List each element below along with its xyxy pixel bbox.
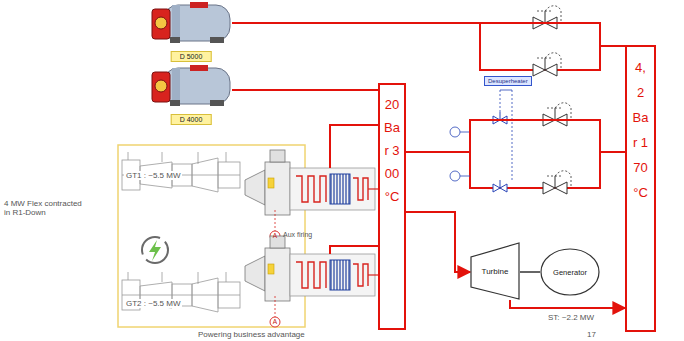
steam-pipe: [330, 23, 600, 254]
note-label: Powering business advantage: [198, 330, 305, 339]
steam-line: [232, 23, 625, 46]
control-valve: [543, 103, 571, 126]
generator: Generator: [540, 248, 600, 296]
boiler-drawing: [152, 2, 230, 43]
control-valve: [533, 53, 561, 76]
steam-line: [510, 300, 625, 308]
spray-valve: [493, 112, 507, 124]
meter-letter: A: [270, 231, 280, 241]
steam-turbine: Turbine: [470, 242, 520, 300]
gas-turbine-drawing: [122, 272, 240, 312]
note-label: 17: [587, 330, 596, 339]
spray-valve: [493, 180, 507, 192]
control-valve: [543, 171, 571, 194]
note-label: ST: ~2.2 MW: [548, 313, 594, 322]
boiler-drawing: [152, 65, 230, 106]
flex-icon: [142, 237, 168, 263]
header-label: 4,2 Bar 170 °C: [632, 55, 649, 205]
desuperheater-label: Desuperheater: [488, 78, 528, 84]
gas-turbine-drawing: [122, 152, 240, 192]
boiler-label: D 5000: [171, 51, 212, 62]
steam-header: 4,2 Bar 170 °C: [625, 45, 656, 332]
note-label: Aux firing: [283, 231, 312, 239]
shaft-line: [520, 271, 540, 273]
instrument-line: [450, 90, 512, 181]
steam-line: [232, 89, 378, 91]
boiler-label: D 4000: [171, 114, 212, 125]
turbine-shape: [471, 243, 519, 299]
steam-line: [406, 120, 625, 152]
steam-line: [406, 212, 470, 272]
header-label: 20 Bar 300 °C: [384, 93, 401, 208]
steam-header: 20 Bar 300 °C: [378, 83, 406, 330]
desuperheater-box: Desuperheater: [484, 76, 532, 86]
turbine-label: Turbine: [470, 267, 520, 276]
hrsg-drawing: [245, 150, 383, 241]
note-label: GT1 : ~5.5 MW: [124, 171, 182, 180]
note-label: 4 MW Flex contracted in R1-Down: [4, 199, 82, 217]
generator-shape: [541, 249, 599, 295]
meter-letter: A: [270, 317, 280, 327]
hrsg-drawing: [245, 236, 383, 327]
generator-label: Generator: [540, 268, 600, 277]
note-label: GT2 : ~5.5 MW: [124, 299, 182, 308]
boiler-unit: D 4000: [150, 63, 232, 125]
boiler-unit: D 5000: [150, 0, 232, 62]
control-valve: [533, 6, 561, 29]
